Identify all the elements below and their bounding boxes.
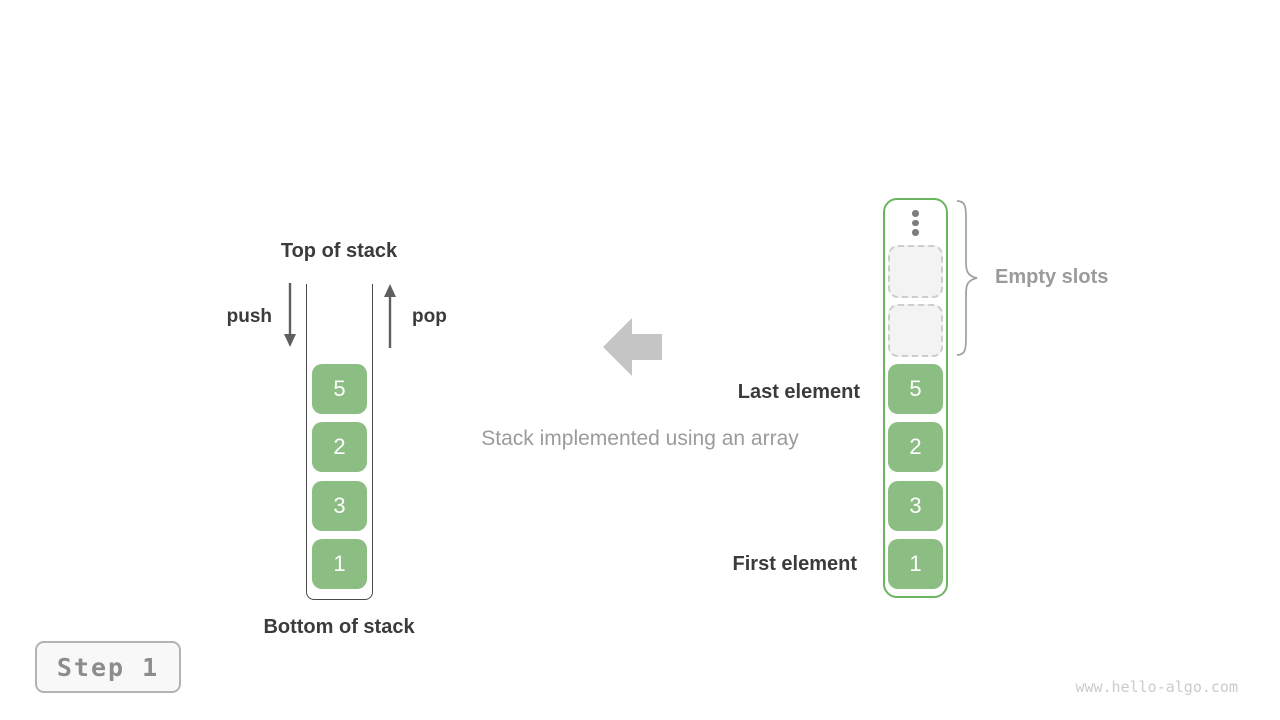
push-arrow-icon bbox=[284, 283, 296, 347]
last-element-label: Last element bbox=[737, 381, 860, 403]
diagram-caption: Stack implemented using an array bbox=[481, 427, 799, 450]
array-cell: 5 bbox=[888, 364, 943, 414]
bottom-of-stack-label: Bottom of stack bbox=[263, 616, 415, 638]
step-badge: Step 1 bbox=[35, 641, 181, 693]
push-label: push bbox=[226, 306, 272, 327]
left-block-arrow-icon bbox=[603, 318, 662, 376]
stack-cell: 2 bbox=[312, 422, 367, 472]
stack-cell: 5 bbox=[312, 364, 367, 414]
array-cell: 3 bbox=[888, 481, 943, 531]
empty-slots-label: Empty slots bbox=[995, 266, 1109, 288]
ellipsis-dot bbox=[912, 210, 919, 217]
empty-slot bbox=[888, 304, 943, 357]
ellipsis-dot bbox=[912, 229, 919, 236]
pop-arrow-icon bbox=[384, 284, 396, 348]
array-cell: 1 bbox=[888, 539, 943, 589]
empty-slots-brace bbox=[956, 200, 978, 356]
watermark: www.hello-algo.com bbox=[1075, 678, 1238, 696]
stack-cell: 1 bbox=[312, 539, 367, 589]
first-element-label: First element bbox=[732, 553, 857, 575]
pop-label: pop bbox=[412, 306, 447, 327]
top-of-stack-label: Top of stack bbox=[280, 240, 398, 262]
empty-slot bbox=[888, 245, 943, 298]
stack-cell: 3 bbox=[312, 481, 367, 531]
array-cell: 2 bbox=[888, 422, 943, 472]
ellipsis-dot bbox=[912, 219, 919, 226]
